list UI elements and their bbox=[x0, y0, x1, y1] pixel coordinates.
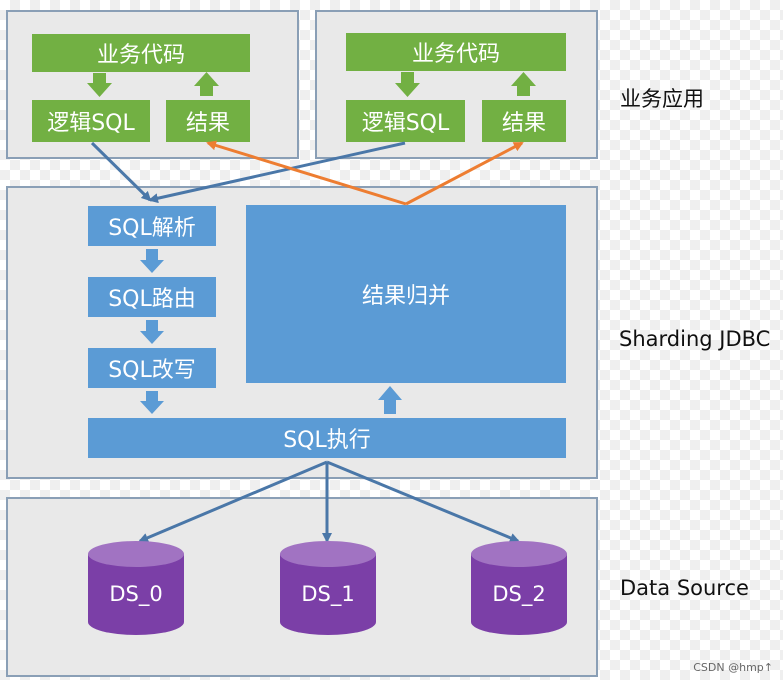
business-code-box-right: 业务代码 bbox=[346, 33, 566, 71]
arrow-merge-to-result-left bbox=[206, 140, 407, 206]
ds0-label: DS_0 bbox=[109, 582, 162, 607]
ds2-cylinder: DS_2 bbox=[471, 541, 567, 635]
layer-label-datasource: Data Source bbox=[620, 576, 749, 600]
arrow-code-to-logic-right bbox=[395, 72, 420, 97]
logic-sql-box-right: 逻辑SQL bbox=[346, 100, 465, 142]
result-box-left: 结果 bbox=[166, 100, 250, 142]
arrow-execute-to-ds0 bbox=[138, 460, 328, 543]
result-merge-box: 结果归并 bbox=[246, 205, 566, 383]
arrow-rewrite-to-execute bbox=[140, 391, 164, 414]
ds1-cylinder: DS_1 bbox=[280, 541, 376, 635]
arrow-logic-right-to-parse bbox=[148, 141, 406, 204]
ds0-cylinder: DS_0 bbox=[88, 541, 184, 635]
layer-label-sharding: Sharding JDBC bbox=[619, 327, 771, 351]
arrow-merge-to-result-right bbox=[405, 141, 524, 206]
arrow-parse-to-route bbox=[140, 249, 164, 273]
ds1-label: DS_1 bbox=[301, 582, 354, 607]
ds2-label: DS_2 bbox=[492, 582, 545, 607]
arrow-execute-to-ds2 bbox=[326, 460, 520, 543]
business-code-box-left: 业务代码 bbox=[32, 34, 250, 72]
sql-parse-box: SQL解析 bbox=[88, 206, 216, 246]
sql-rewrite-box: SQL改写 bbox=[88, 348, 216, 388]
arrow-route-to-rewrite bbox=[140, 320, 164, 344]
layer-label-business: 业务应用 bbox=[620, 87, 704, 111]
sql-execute-box: SQL执行 bbox=[88, 418, 566, 458]
logic-sql-box-left: 逻辑SQL bbox=[32, 100, 150, 142]
arrow-code-to-logic-left bbox=[87, 73, 112, 97]
arrow-execute-to-merge bbox=[378, 386, 402, 414]
arrow-result-to-code-left bbox=[194, 72, 219, 96]
sql-route-box: SQL路由 bbox=[88, 277, 216, 317]
result-box-right: 结果 bbox=[482, 100, 566, 142]
arrow-result-to-code-right bbox=[511, 72, 536, 96]
watermark: CSDN @hmp↑ bbox=[693, 661, 773, 674]
arrow-logic-left-to-parse bbox=[90, 141, 152, 202]
